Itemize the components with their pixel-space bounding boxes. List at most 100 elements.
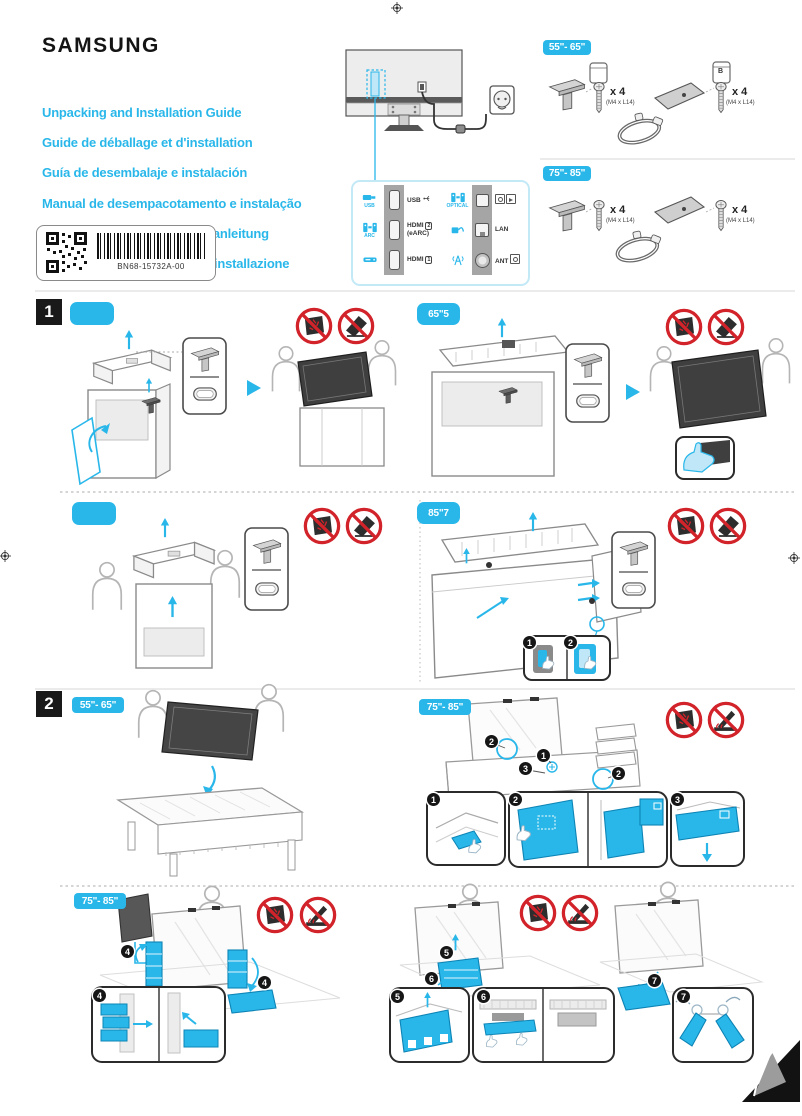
usb-trident-icon [422,195,429,202]
port-label: ANT [492,254,529,266]
parts-inset [565,343,610,423]
size-badge-blank [72,502,116,525]
screw-spec: (M4 x L14) [726,100,755,106]
marker-1: 1 [427,793,440,806]
barcode-number: BN68-15732A-00 [117,262,185,271]
step2-right-illustration [445,697,641,799]
port-label: HDMI 2 (eARC) [407,221,433,238]
next-step-arrow [626,384,640,400]
speakers-optical-icon [450,192,465,202]
step3-panel-6 [472,987,615,1063]
size-badge-75-85: 75"- 85" [74,893,126,909]
step1-row1-left-prohibitions [295,307,375,345]
foam-lid [440,523,600,563]
step1-row1-right-illustration [431,318,791,480]
lan-port [472,215,492,245]
size-badge-75-85: 75"- 85" [543,166,591,181]
port-label: LAN [495,226,509,233]
step1-row1-left-illustration [71,330,397,486]
step1-row2-left-prohibitions [303,507,383,545]
marker-2: 2 [564,636,577,649]
step2-right-prohibitions [665,701,745,739]
marker-1: 1 [537,749,550,762]
cable-holder [615,231,661,265]
no-crush-icon [519,894,557,932]
screw-qty: x 4 [732,86,748,98]
side-foam [227,949,248,989]
adapter-plate [653,82,706,110]
settop-box-icon [362,257,377,262]
size-badge-65: 65"5 [417,303,460,325]
person [137,689,169,738]
usb-device-icon [362,194,376,200]
title-fr: Guide de déballage et d'installation [42,135,253,151]
person [91,561,123,610]
cable-holder [617,113,663,147]
screw-qty: x 4 [610,86,626,98]
tv-panel [671,349,767,429]
no-crush-icon [256,896,294,934]
no-lean-icon [707,701,745,739]
side-foam [145,941,163,987]
hdmi1-port [384,245,404,275]
size-badge-75-85: 75"- 85" [419,699,471,715]
port-label: HDMI 1 [407,255,433,265]
base-foam [227,989,277,1014]
marker-1: 1 [523,636,536,649]
port-caption: USB [364,202,375,209]
callout-dot [589,598,595,604]
parts-inset [182,337,227,415]
digital-audio-out-icon [495,194,505,204]
marker-4: 4 [93,989,106,1002]
tv-stand-neck [398,114,410,127]
step3-middle-prohibitions [519,894,599,932]
screw-qty: x 4 [732,204,748,216]
parts-inset [611,531,656,609]
step3-panel-5 [389,987,470,1063]
next-step-arrow [247,380,261,396]
tv-panel [297,351,373,407]
no-drop-icon [337,307,375,345]
removed-cover [117,893,153,943]
ports-right-column: OPTICAL LAN [443,185,529,281]
ant-port [472,245,492,275]
step3-middle-illustration [399,883,601,997]
step1-row1-right-prohibitions [665,308,745,346]
latch-detail-inset [523,635,611,681]
marker-5: 5 [391,990,404,1003]
grip-detail-inset [675,436,735,480]
marker-5: 5 [440,946,453,959]
power-cord [421,91,456,130]
person [253,683,285,732]
port-row-lan: LAN [443,215,529,245]
marker-2: 2 [509,793,522,806]
speakers-arc-icon [362,222,377,232]
marker-6: 6 [477,990,490,1003]
tv-stand-base [384,125,424,131]
no-crush-icon [295,307,333,345]
highlight-circle [592,768,614,790]
qr-code [45,231,88,274]
stand-mount-plate [387,103,421,116]
step3-panel-7 [672,987,754,1063]
foam-stack [595,723,637,741]
marker-7: 7 [677,990,690,1003]
port-caption: OPTICAL [446,202,469,209]
adapter-plate [653,196,706,224]
no-crush-icon [303,507,341,545]
step3-right-illustration [599,881,764,1011]
step3-panel-4 [91,986,226,1063]
marker-6: 6 [425,972,438,985]
no-drop-icon [707,308,745,346]
port-label [492,194,529,206]
product-label: BN68-15732A-00 [36,225,216,281]
marker-4: 4 [121,945,134,958]
tv-panel [414,901,504,976]
bag-letter: B [718,68,724,75]
port-label: USB [404,195,441,205]
optical-port [472,185,492,215]
no-crush-icon [667,507,705,545]
highlight-circle [496,738,518,760]
